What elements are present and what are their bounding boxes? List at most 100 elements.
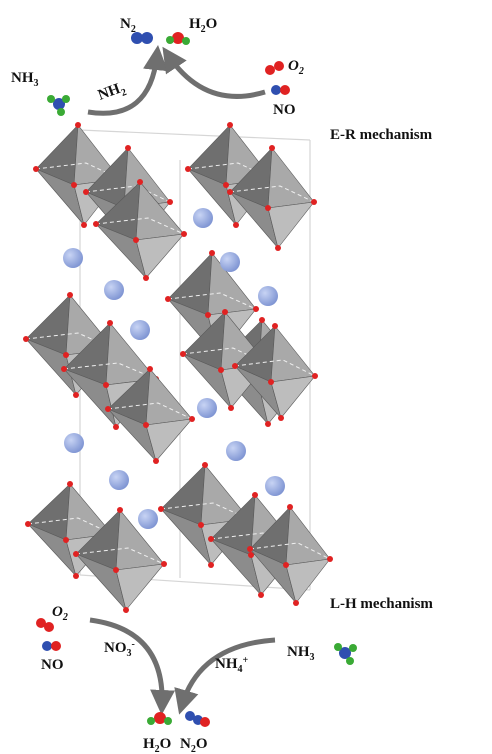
oxygen-atom [125, 145, 131, 151]
oxygen-atom [67, 481, 73, 487]
oxygen-atom [311, 199, 317, 205]
oxygen-atom [287, 504, 293, 510]
h2o-top-molecule-icon [166, 32, 190, 45]
oxygen-atom [25, 521, 31, 527]
oxygen-atom [143, 422, 149, 428]
oxygen-atom [61, 366, 67, 372]
oxygen-atom [258, 592, 264, 598]
a-site-cation [193, 208, 213, 228]
o2-bottom-label: O2 [52, 604, 68, 623]
no-bottom-label: NO [41, 657, 64, 673]
crystal-structure [23, 122, 333, 613]
n2-label: N2 [120, 16, 136, 35]
er-mechanism-label: E-R mechanism [330, 127, 433, 143]
a-site-cation [109, 470, 129, 490]
oxygen-atom [189, 416, 195, 422]
lh-reaction: L-H mechanism O2 NO NO3- NH4+ NH3 H2O N2… [36, 596, 433, 754]
er-reaction: N2 H2O NH3 NH2 O2 NO E-R mechanism [11, 16, 433, 143]
oxygen-atom [233, 222, 239, 228]
n2o-label: N2O [180, 736, 208, 754]
a-site-cation [197, 398, 217, 418]
oxygen-atom [73, 551, 79, 557]
oxygen-atom [143, 275, 149, 281]
oxygen-atom [248, 552, 254, 558]
er-arrow-left [87, 45, 168, 116]
a-site-cation [226, 441, 246, 461]
h2o-bottom-molecule-icon [147, 712, 172, 725]
oxygen-atom [265, 205, 271, 211]
oxygen-atom [247, 546, 253, 552]
oxygen-atom [278, 415, 284, 421]
no-top-label: NO [273, 102, 296, 118]
n2-molecule-icon [131, 32, 153, 44]
lh-mechanism-label: L-H mechanism [330, 596, 433, 612]
a-site-cation [258, 286, 278, 306]
oxygen-atom [117, 507, 123, 513]
oxygen-atom [209, 250, 215, 256]
oxygen-atom [147, 366, 153, 372]
oxygen-atom [198, 522, 204, 528]
oxygen-atom [63, 352, 69, 358]
oxygen-atom [105, 406, 111, 412]
oxygen-atom [158, 506, 164, 512]
no-bottom-molecule-icon [42, 641, 61, 651]
oxygen-atom [113, 567, 119, 573]
octahedron [61, 320, 159, 430]
oxygen-atom [327, 556, 333, 562]
a-site-cation [63, 248, 83, 268]
oxygen-atom [67, 292, 73, 298]
nh3-bottom-label: NH3 [287, 644, 315, 663]
oxygen-atom [75, 122, 81, 128]
oxygen-atom [165, 296, 171, 302]
octahedron [73, 507, 167, 613]
oxygen-atom [103, 382, 109, 388]
oxygen-atom [161, 561, 167, 567]
oxygen-atom [153, 458, 159, 464]
a-site-cation [138, 509, 158, 529]
oxygen-atom [33, 166, 39, 172]
no3-label: NO3- [104, 639, 135, 659]
oxygen-atom [23, 336, 29, 342]
octahedron [247, 504, 333, 606]
oxygen-atom [252, 492, 258, 498]
oxygen-atom [73, 573, 79, 579]
oxygen-atom [93, 221, 99, 227]
octahedron [180, 309, 270, 411]
nh3-top-molecule-icon [47, 95, 70, 116]
oxygen-atom [107, 320, 113, 326]
oxygen-atom [218, 367, 224, 373]
oxygen-atom [283, 562, 289, 568]
oxygen-atom [272, 323, 278, 329]
lh-arrow-right [174, 637, 276, 715]
oxygen-atom [208, 536, 214, 542]
oxygen-atom [123, 607, 129, 613]
oxygen-atom [180, 351, 186, 357]
h2o-bottom-label: H2O [143, 736, 171, 754]
oxygen-atom [228, 405, 234, 411]
oxygen-atom [137, 179, 143, 185]
a-site-cation [220, 252, 240, 272]
oxygen-atom [312, 373, 318, 379]
oxygen-atom [253, 306, 259, 312]
a-site-cation [265, 476, 285, 496]
a-site-cation [64, 433, 84, 453]
oxygen-atom [205, 312, 211, 318]
oxygen-atom [83, 189, 89, 195]
oxygen-atom [269, 145, 275, 151]
oxygen-atom [222, 309, 228, 315]
lh-arrow-left [89, 617, 176, 715]
oxygen-atom [73, 392, 79, 398]
oxygen-atom [227, 122, 233, 128]
oxygen-atom [275, 245, 281, 251]
nh3-bottom-molecule-icon [334, 643, 357, 665]
n2o-molecule-icon [185, 711, 210, 727]
er-arrow-right [162, 46, 266, 99]
oxygen-atom [202, 462, 208, 468]
nh2-label: NH2 [96, 79, 128, 106]
oxygen-atom [71, 182, 77, 188]
nh4-label: NH4+ [215, 655, 249, 675]
oxygen-atom [223, 182, 229, 188]
no-top-molecule-icon [271, 85, 290, 95]
o2-bottom-molecule-icon [36, 618, 54, 632]
o2-top-molecule-icon [265, 61, 284, 75]
